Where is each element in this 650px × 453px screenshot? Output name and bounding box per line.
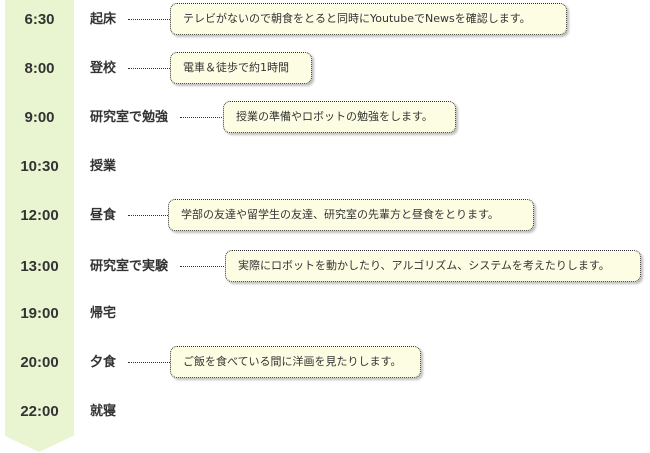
schedule-row: 6:30 起床 テレビがないので朝食をとると同時にYoutubeでNewsを確認…	[0, 0, 650, 40]
connector-line	[128, 215, 170, 216]
activity-label: 授業	[90, 159, 117, 174]
activity-label: 起床	[90, 12, 117, 27]
schedule-row: 20:00 夕食 ご飯を食べている間に洋画を見たりします。	[0, 343, 650, 383]
schedule-row: 19:00 帰宅	[0, 294, 650, 334]
time-label: 8:00	[24, 60, 55, 77]
schedule-row: 13:00 研究室で実験 実際にロボットを動かしたり、アルゴリズム、システムを考…	[0, 247, 650, 287]
activity-label: 登校	[90, 61, 117, 76]
note-bubble: 学部の友達や留学生の友達、研究室の先輩方と昼食をとります。	[168, 199, 534, 231]
timeline-arrow-icon	[5, 436, 73, 452]
time-label: 6:30	[24, 11, 55, 28]
schedule-row: 9:00 研究室で勉強 授業の準備やロボットの勉強をします。	[0, 98, 650, 138]
note-bubble: 授業の準備やロボットの勉強をします。	[223, 101, 456, 133]
activity-label: 帰宅	[90, 306, 117, 321]
connector-line	[180, 117, 226, 118]
connector-line	[128, 68, 172, 69]
connector-line	[128, 19, 172, 20]
time-label: 9:00	[24, 109, 55, 126]
activity-label: 昼食	[90, 208, 117, 223]
time-label: 19:00	[20, 305, 59, 322]
connector-line	[128, 362, 172, 363]
timeline-bar	[5, 0, 74, 436]
activity-label: 研究室で勉強	[90, 110, 169, 125]
note-bubble: 実際にロボットを動かしたり、アルゴリズム、システムを考えたりします。	[225, 250, 641, 282]
note-bubble: テレビがないので朝食をとると同時にYoutubeでNewsを確認します。	[170, 3, 567, 35]
time-label: 22:00	[20, 403, 59, 420]
schedule-row: 22:00 就寝	[0, 392, 650, 432]
schedule-row: 8:00 登校 電車＆徒歩で約1時間	[0, 49, 650, 89]
time-label: 20:00	[20, 354, 59, 371]
note-bubble: ご飯を食べている間に洋画を見たりします。	[170, 346, 421, 378]
time-label: 10:30	[20, 158, 59, 175]
note-bubble: 電車＆徒歩で約1時間	[170, 52, 312, 84]
schedule-row: 12:00 昼食 学部の友達や留学生の友達、研究室の先輩方と昼食をとります。	[0, 196, 650, 236]
time-label: 13:00	[20, 258, 59, 275]
schedule-row: 10:30 授業	[0, 147, 650, 187]
connector-line	[180, 266, 228, 267]
activity-label: 夕食	[90, 355, 117, 370]
activity-label: 就寝	[90, 404, 117, 419]
time-label: 12:00	[20, 207, 59, 224]
activity-label: 研究室で実験	[90, 259, 169, 274]
